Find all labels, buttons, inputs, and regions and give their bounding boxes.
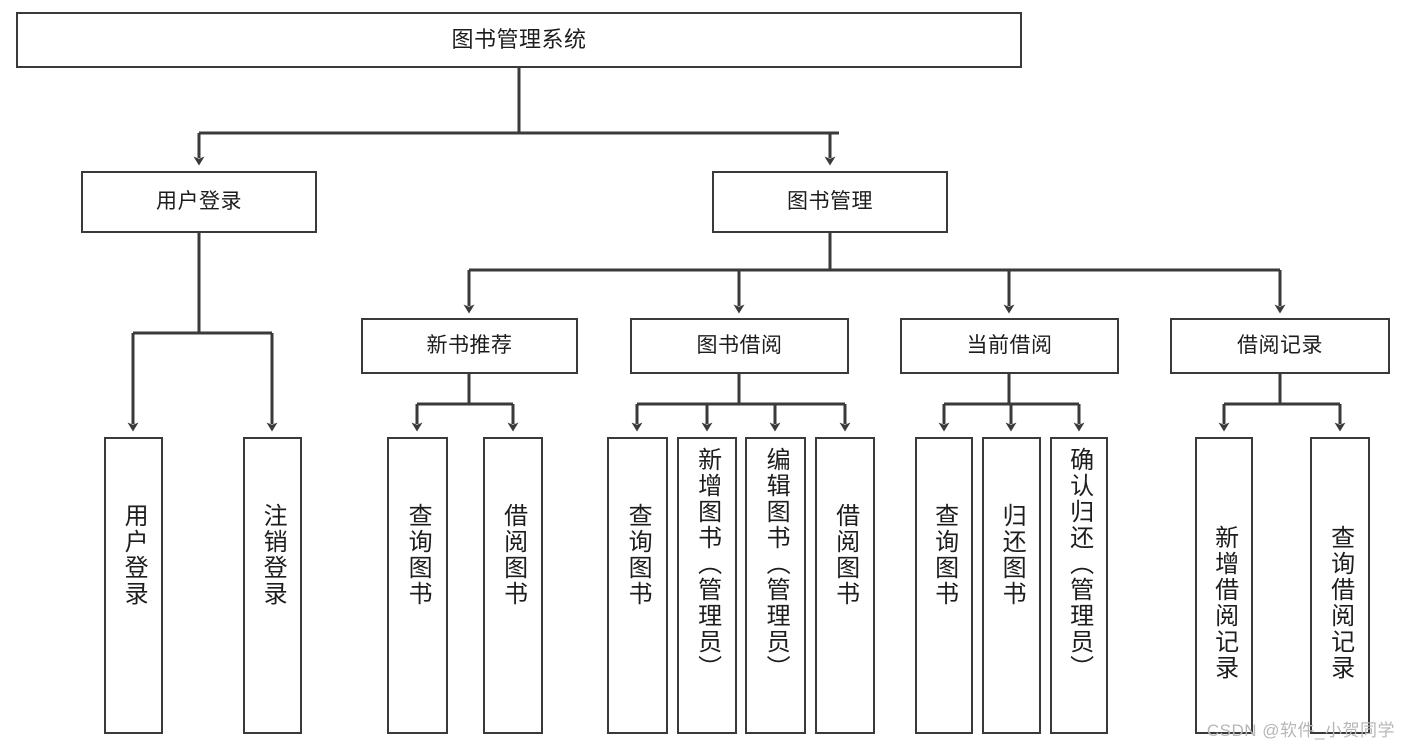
node-user-login[interactable]: 用户登录 (81, 171, 317, 233)
node-leaf-add-record[interactable]: 新增借阅记录 (1195, 437, 1253, 734)
node-leaf-edit-book[interactable]: 编辑图书（管理员） (745, 437, 806, 734)
node-book-borrow[interactable]: 图书借阅 (630, 318, 849, 374)
node-new-book-recommend-label: 新书推荐 (426, 333, 513, 357)
node-leaf-query-book-3[interactable]: 查询图书 (915, 437, 973, 734)
node-leaf-logout-login-label: 注销登录 (259, 503, 287, 607)
node-leaf-borrow-book-2-label: 借阅图书 (831, 503, 859, 607)
node-leaf-edit-book-label: 编辑图书（管理员） (762, 447, 790, 681)
node-leaf-query-book-3-label: 查询图书 (930, 503, 958, 607)
node-root[interactable]: 图书管理系统 (16, 12, 1022, 68)
node-leaf-borrow-book-1[interactable]: 借阅图书 (483, 437, 543, 734)
node-current-borrow-label: 当前借阅 (966, 333, 1053, 357)
node-leaf-return-book-label: 归还图书 (998, 503, 1026, 607)
node-leaf-query-book-1[interactable]: 查询图书 (387, 437, 448, 734)
node-leaf-add-record-label: 新增借阅记录 (1210, 525, 1238, 681)
node-book-manage-label: 图书管理 (787, 189, 873, 213)
node-leaf-query-book-1-label: 查询图书 (404, 503, 432, 607)
node-leaf-borrow-book-1-label: 借阅图书 (499, 503, 527, 607)
node-leaf-user-login-label: 用户登录 (120, 503, 148, 607)
node-book-borrow-label: 图书借阅 (696, 333, 783, 357)
node-user-login-label: 用户登录 (156, 189, 242, 213)
node-new-book-recommend[interactable]: 新书推荐 (361, 318, 578, 374)
node-borrow-record-label: 借阅记录 (1237, 333, 1323, 357)
node-leaf-return-book[interactable]: 归还图书 (982, 437, 1041, 734)
node-current-borrow[interactable]: 当前借阅 (900, 318, 1119, 374)
node-leaf-add-book-label: 新增图书（管理员） (693, 447, 721, 681)
node-leaf-query-book-2-label: 查询图书 (624, 503, 652, 607)
node-leaf-confirm-return-label: 确认归还（管理员） (1065, 447, 1093, 681)
node-root-label: 图书管理系统 (451, 27, 587, 53)
node-leaf-add-book[interactable]: 新增图书（管理员） (677, 437, 737, 734)
node-leaf-user-login[interactable]: 用户登录 (104, 437, 163, 734)
node-book-manage[interactable]: 图书管理 (712, 171, 948, 233)
node-borrow-record[interactable]: 借阅记录 (1170, 318, 1390, 374)
node-leaf-logout-login[interactable]: 注销登录 (243, 437, 302, 734)
node-leaf-query-record-label: 查询借阅记录 (1326, 525, 1354, 681)
node-leaf-confirm-return[interactable]: 确认归还（管理员） (1050, 437, 1108, 734)
node-leaf-query-record[interactable]: 查询借阅记录 (1310, 437, 1370, 734)
node-leaf-borrow-book-2[interactable]: 借阅图书 (815, 437, 875, 734)
watermark-text: CSDN @软件_小贺同学 (1206, 721, 1395, 740)
node-leaf-query-book-2[interactable]: 查询图书 (607, 437, 668, 734)
